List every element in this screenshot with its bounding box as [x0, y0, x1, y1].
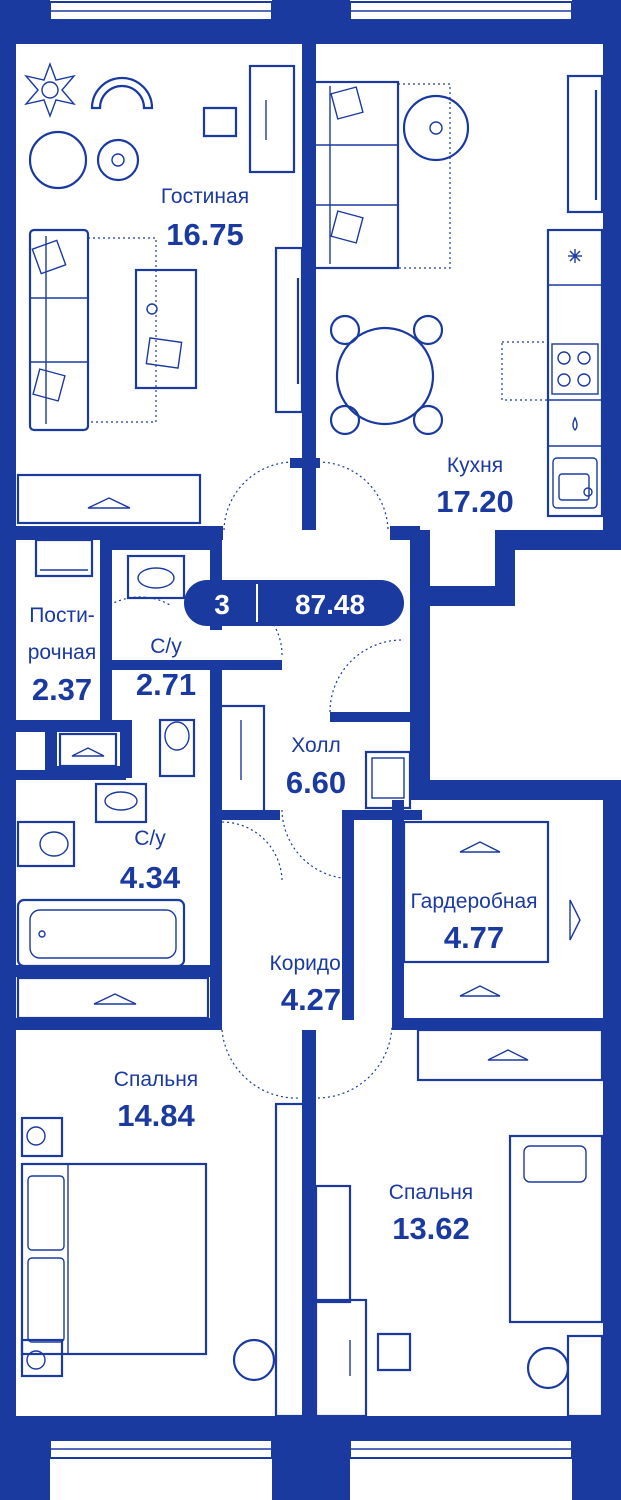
water-drop-icon — [572, 416, 578, 431]
nightstand-icon — [20, 1338, 64, 1378]
room-name-living: Гостиная — [161, 185, 249, 208]
washer-icon — [34, 538, 94, 578]
kitchen-counter-icon — [546, 228, 604, 518]
closet-icon — [16, 976, 210, 1020]
inner-walls — [16, 44, 621, 1416]
sink-icon — [552, 457, 598, 509]
round-table-icon — [402, 94, 470, 162]
total-area-badge: 87.48 — [295, 589, 365, 620]
tv-console-icon — [274, 246, 304, 414]
sofa-icon — [312, 80, 400, 270]
room-area-kitchen: 17.20 — [436, 484, 514, 519]
apartment-badge: 3 87.48 — [184, 580, 404, 626]
room-name-laundry-line1: Пости- — [29, 604, 95, 627]
wardrobe-furniture — [402, 820, 581, 997]
bathtub-icon — [16, 898, 186, 968]
coffee-table-icon — [134, 268, 198, 390]
chair-icon — [376, 1332, 412, 1372]
nightstand-icon — [20, 1116, 64, 1158]
toilet-icon — [158, 718, 196, 778]
ottoman-icon — [526, 1346, 570, 1390]
room-area-bedroom2: 13.62 — [392, 1211, 470, 1246]
armchair-icon — [90, 76, 154, 110]
closet-icon — [416, 1028, 604, 1082]
door-arcs — [109, 461, 403, 1099]
room-name-hall: Холл — [291, 734, 341, 757]
snowflake-icon — [568, 249, 582, 263]
wardrobe-icon — [274, 1102, 306, 1418]
armchair-icon — [28, 130, 88, 190]
dining-table-icon — [335, 326, 435, 426]
washing-machine-icon — [364, 750, 412, 810]
room-name-bedroom1: Спальня — [114, 1068, 198, 1091]
fridge-icon — [566, 74, 604, 214]
bedroom2-furniture — [314, 1028, 604, 1418]
service-furniture — [16, 538, 412, 1020]
single-bed-icon — [508, 1134, 604, 1324]
side-table-icon — [96, 138, 140, 182]
toilet-icon — [16, 820, 76, 868]
room-name-bath2: С/у — [134, 827, 166, 850]
room-name-corridor: Коридор — [270, 952, 353, 975]
desk-icon — [248, 64, 296, 174]
sink-icon — [126, 554, 186, 600]
wardrobe-icon — [314, 1184, 352, 1304]
wardrobe-shelves-icon — [402, 820, 550, 964]
sink-icon — [94, 782, 148, 824]
room-name-laundry-line2: рочная — [28, 641, 97, 664]
room-labels: Гостиная 16.75 Кухня 17.20 Пости- рочная… — [28, 185, 538, 1246]
nightstand-icon — [566, 1334, 604, 1418]
plant-icon — [24, 62, 76, 118]
bedroom1-furniture — [20, 1102, 306, 1418]
ottoman-icon — [232, 1338, 276, 1382]
room-name-kitchen: Кухня — [447, 454, 503, 477]
room-count-badge: 3 — [214, 589, 230, 620]
living-furniture — [16, 62, 304, 525]
room-name-bath1: С/у — [150, 635, 182, 658]
desk-icon — [314, 1298, 368, 1418]
room-area-bedroom1: 14.84 — [117, 1098, 195, 1133]
stove-icon — [551, 343, 599, 395]
chair-icon — [202, 106, 238, 138]
room-name-wardrobe: Гардеробная — [410, 890, 537, 913]
room-name-bedroom2: Спальня — [389, 1181, 473, 1204]
double-bed-icon — [20, 1162, 208, 1356]
room-area-hall: 6.60 — [286, 765, 346, 800]
kitchen-furniture — [312, 74, 604, 518]
room-area-wardrobe: 4.77 — [444, 920, 504, 955]
hanger-rail-icon — [58, 732, 118, 768]
room-area-laundry: 2.37 — [32, 672, 92, 707]
room-area-bath2: 4.34 — [120, 860, 181, 895]
shoe-rack-icon — [216, 704, 266, 816]
room-area-bath1: 2.71 — [136, 667, 196, 702]
room-area-living: 16.75 — [166, 217, 244, 252]
room-area-corridor: 4.27 — [281, 982, 341, 1017]
closet-icon — [16, 473, 202, 525]
